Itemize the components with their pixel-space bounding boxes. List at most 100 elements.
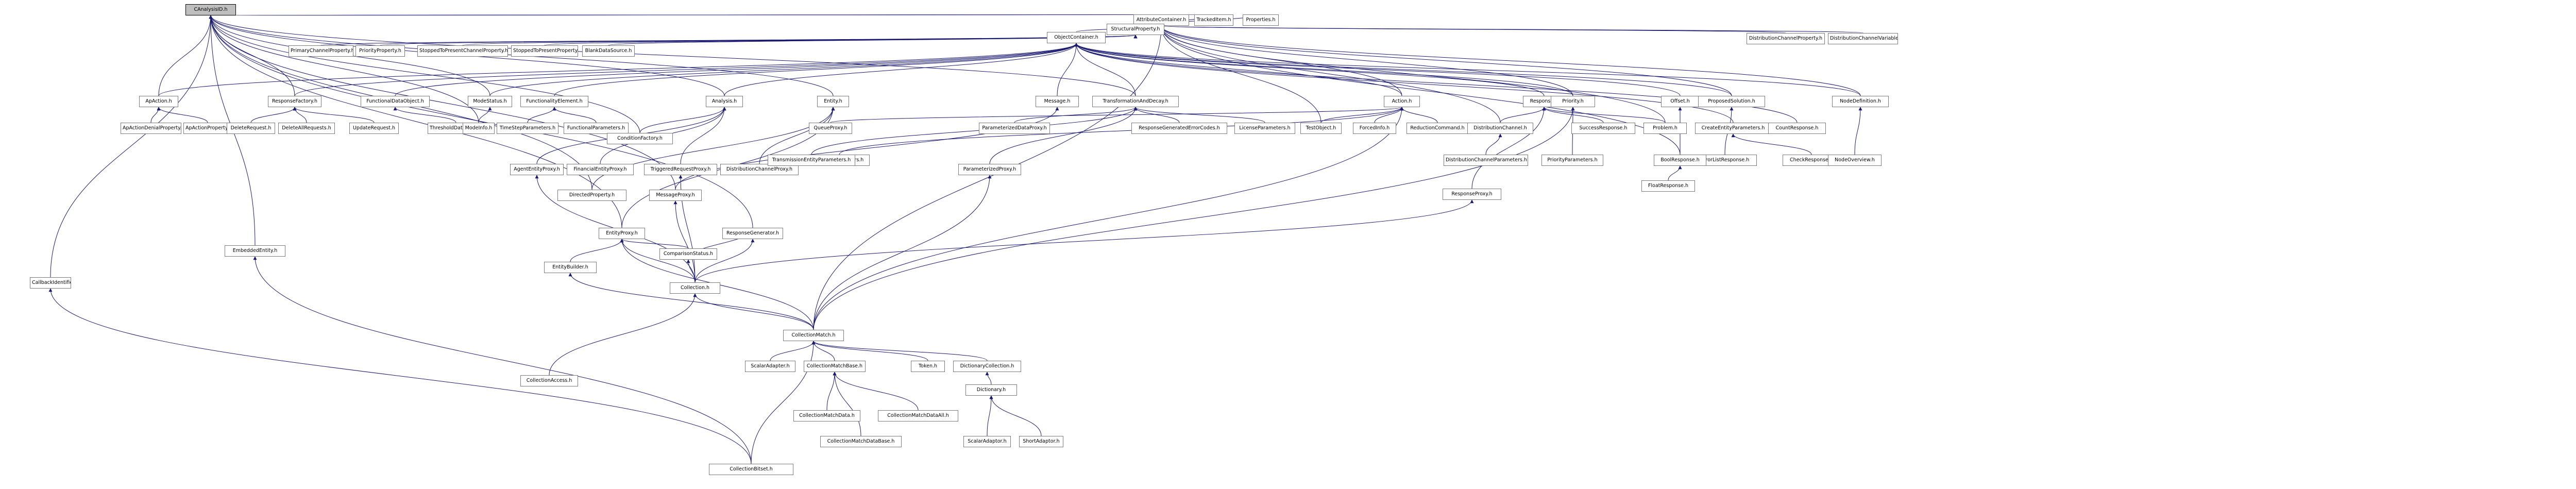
node-errorlistresponse[interactable]: ErrorListResponse.h [1693, 155, 1757, 166]
node-timestepparameters[interactable]: TimeStepParameters.h [497, 123, 558, 134]
node-stoppedtopresentproperty[interactable]: StoppedToPresentProperty.h [511, 45, 578, 57]
node-entitybuilder[interactable]: EntityBuilder.h [544, 262, 597, 273]
node-responsefactory[interactable]: ResponseFactory.h [268, 96, 321, 107]
edge-deleteallrequests-to-responsefactory [293, 107, 307, 123]
node-comparisonstatus[interactable]: ComparisonStatus.h [659, 248, 717, 260]
edge-collectionbitset-to-collectionmatch [751, 341, 816, 464]
node-conditionfactory[interactable]: ConditionFactory.h [607, 133, 673, 144]
node-callbackidentifier[interactable]: CallbackIdentifier.h [30, 277, 71, 289]
node-canalysisid[interactable]: CAnalysisID.h [185, 4, 236, 15]
edge-apactiondenialproperty-to-apaction [150, 107, 161, 123]
node-parameterizeddataproxy[interactable]: ParameterizedDataProxy.h [979, 123, 1050, 134]
node-shortadaptor[interactable]: ShortAdaptor.h [1019, 436, 1063, 447]
edge-proposedsolution-to-attributecontainer [1159, 25, 1732, 96]
edge-token-to-collectionmatch [811, 341, 928, 361]
node-distributionchannel[interactable]: DistributionChannel.h [1467, 123, 1533, 134]
node-functionaldataobject[interactable]: FunctionalDataObject.h [361, 96, 430, 107]
node-floatresponse[interactable]: FloatResponse.h [1641, 180, 1695, 192]
edge-problem-to-attributecontainer [1159, 25, 1666, 123]
node-collectionmatchbase[interactable]: CollectionMatchBase.h [804, 361, 866, 372]
node-countresponse[interactable]: CountResponse.h [1768, 123, 1826, 134]
node-updaterequest[interactable]: UpdateRequest.h [349, 123, 399, 134]
edge-collectionaccess-to-collection [549, 293, 697, 376]
node-collectionaccess[interactable]: CollectionAccess.h [520, 375, 578, 386]
node-responsegenerator[interactable]: ResponseGenerator.h [722, 228, 783, 239]
node-deleteallrequests[interactable]: DeleteAllRequests.h [278, 123, 335, 134]
node-collectionmatchdata[interactable]: CollectionMatchData.h [793, 410, 860, 421]
node-apactionproperty[interactable]: ApActionProperty.h [183, 123, 232, 134]
node-entity[interactable]: Entity.h [817, 96, 849, 107]
node-nodedefinition[interactable]: NodeDefinition.h [1832, 96, 1889, 107]
node-distributionchannelproxy[interactable]: DistributionChannelProxy.h [720, 164, 799, 175]
node-parameterizedproxy[interactable]: ParameterizedProxy.h [958, 164, 1021, 175]
node-problem[interactable]: Problem.h [1643, 123, 1687, 134]
node-responsegeneratederrorcodes[interactable]: ResponseGeneratedErrorCodes.h [1131, 123, 1227, 134]
node-triggeredrequestproxy[interactable]: TriggeredRequestProxy.h [644, 164, 717, 175]
node-deleterequest[interactable]: DeleteRequest.h [227, 123, 275, 134]
node-distributionchannelparameters[interactable]: DistributionChannelParameters.h [1444, 155, 1528, 166]
node-functionalityelement[interactable]: FunctionalityElement.h [520, 96, 588, 107]
node-apactiondenialproperty[interactable]: ApActionDenialProperty.h [121, 123, 181, 134]
node-licenseparameters[interactable]: LicenseParameters.h [1234, 123, 1295, 134]
node-priorityparameters[interactable]: PriorityParameters.h [1541, 155, 1603, 166]
edge-shortadaptor-to-dictionary [989, 395, 1042, 436]
node-modeinfo[interactable]: ModeInfo.h [463, 123, 495, 134]
node-forcedinfo[interactable]: ForcedInfo.h [1353, 123, 1396, 134]
node-agententityproxy[interactable]: AgentEntityProxy.h [510, 164, 564, 175]
node-stoppedtopresentchannelproperty[interactable]: StoppedToPresentChannelProperty.h [417, 45, 508, 57]
node-embeddedentity[interactable]: EmbeddedEntity.h [225, 245, 285, 257]
node-collectionbitset[interactable]: CollectionBitset.h [709, 464, 793, 475]
edge-trackeditem-to-canalysisid [210, 12, 1214, 16]
node-directedproperty[interactable]: DirectedProperty.h [557, 190, 626, 201]
node-dictionary[interactable]: Dictionary.h [965, 384, 1017, 396]
edge-scalaradaptor-to-dictionary [987, 395, 993, 436]
node-testobject[interactable]: TestObject.h [1300, 123, 1342, 134]
node-modestatus[interactable]: ModeStatus.h [468, 96, 512, 107]
node-scalaradaptor[interactable]: ScalarAdaptor.h [963, 436, 1011, 447]
node-proposedsolution[interactable]: ProposedSolution.h [1698, 96, 1765, 107]
node-objectcontainer[interactable]: ObjectContainer.h [1047, 32, 1106, 43]
node-transformationanddecay[interactable]: TransformationAndDecay.h [1092, 96, 1179, 107]
node-distributionchannelproperty[interactable]: DistributionChannelProperty.h [1747, 33, 1825, 44]
node-boolresponse[interactable]: BoolResponse.h [1654, 155, 1706, 166]
node-token[interactable]: Token.h [911, 361, 945, 372]
node-createentityparameters[interactable]: CreateEntityParameters.h [1695, 123, 1771, 134]
node-functionalparameters[interactable]: FunctionalParameters.h [564, 123, 629, 134]
node-successresponse[interactable]: SuccessResponse.h [1571, 123, 1635, 134]
node-entityproxy[interactable]: EntityProxy.h [599, 228, 645, 239]
node-message[interactable]: Message.h [1036, 96, 1079, 107]
node-collectionmatch[interactable]: CollectionMatch.h [783, 330, 844, 341]
node-priority[interactable]: Priority.h [1551, 96, 1595, 107]
edge-testobject-to-action [1320, 107, 1404, 123]
node-properties[interactable]: Properties.h [1243, 14, 1279, 26]
node-dictionarycollection[interactable]: DictionaryCollection.h [953, 361, 1021, 372]
node-transmissionentityparameters[interactable]: TransmissionEntityParameters.h [768, 155, 855, 166]
node-blankdatasource[interactable]: BlankDataSource.h [582, 45, 635, 57]
node-distributionchannelvariable-property[interactable]: DistributionChannelVariable Property.h [1828, 33, 1898, 44]
node-collection[interactable]: Collection.h [670, 282, 720, 294]
edge-collectionmatch-to-priority [813, 107, 1575, 330]
node-primarychannelproperty[interactable]: PrimaryChannelProperty.h [289, 45, 353, 57]
node-structuralproperty[interactable]: StructuralProperty.h [1107, 24, 1164, 35]
node-responseproxy[interactable]: ResponseProxy.h [1443, 189, 1501, 200]
node-messageproxy[interactable]: MessageProxy.h [649, 190, 702, 201]
node-checkresponse[interactable]: CheckResponse.h [1783, 155, 1840, 166]
edge-collectionmatch-to-attributecontainer [813, 25, 1163, 330]
node-scalaradapter[interactable]: ScalarAdapter.h [745, 361, 795, 372]
node-action[interactable]: Action.h [1384, 96, 1420, 107]
edge-testobject-to-attributecontainer [1159, 25, 1321, 123]
node-trackeditem[interactable]: TrackedItem.h [1194, 14, 1233, 26]
edge-queueparameters-to-action [839, 107, 1404, 155]
node-analysis[interactable]: Analysis.h [706, 96, 743, 107]
node-priorityproperty[interactable]: PriorityProperty.h [355, 45, 405, 57]
node-collectionmatchdatabase[interactable]: CollectionMatchDataBase.h [820, 436, 902, 447]
node-queueproxy[interactable]: QueueProxy.h [809, 123, 852, 134]
node-reductioncommand[interactable]: ReductionCommand.h [1406, 123, 1468, 134]
node-nodeoverview[interactable]: NodeOverview.h [1828, 155, 1882, 166]
node-apaction[interactable]: ApAction.h [139, 96, 178, 107]
node-offset[interactable]: Offset.h [1661, 96, 1699, 107]
node-financialentityproxy[interactable]: FinancialEntityProxy.h [567, 164, 634, 175]
node-collectionmatchdataall[interactable]: CollectionMatchDataAll.h [878, 410, 958, 421]
